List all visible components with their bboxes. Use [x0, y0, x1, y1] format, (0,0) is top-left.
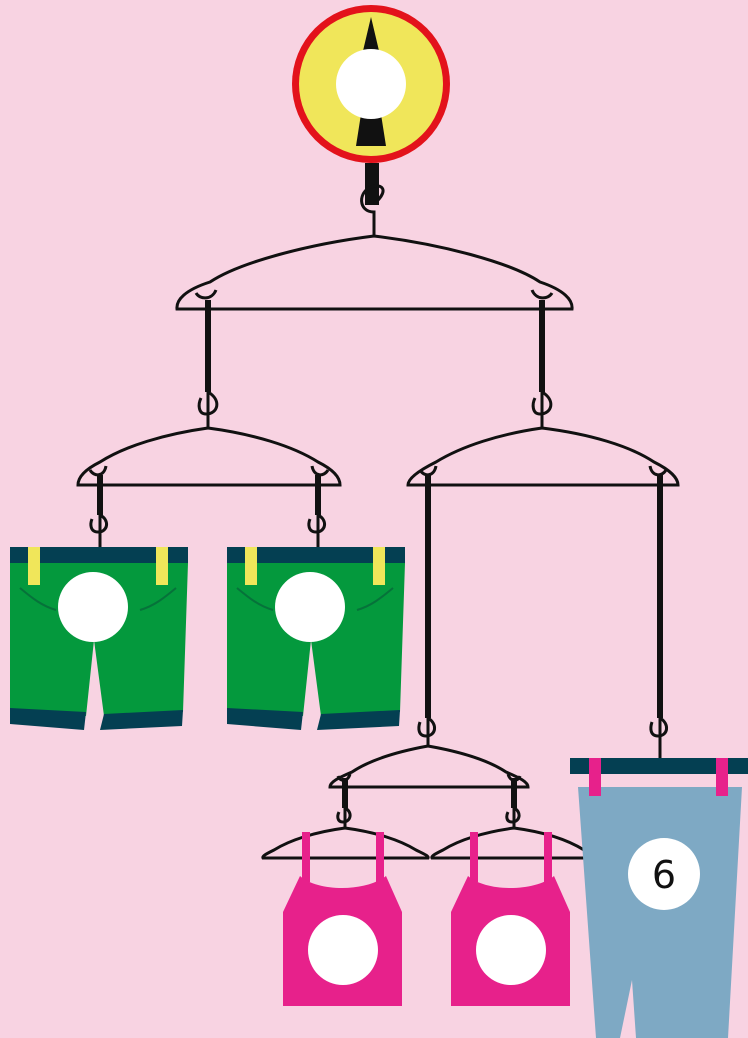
pants-hook [651, 718, 667, 758]
top-left-hanger [263, 828, 428, 858]
belt-loop [245, 547, 257, 585]
hanger-left [78, 392, 340, 485]
pants-clip [716, 758, 728, 796]
hanger-right [408, 392, 678, 485]
shorts-right-circle [275, 572, 345, 642]
pants-number-label: 6 [652, 853, 676, 897]
pants: 6 [570, 758, 748, 1038]
hanger-top [177, 186, 572, 309]
pants-body [578, 787, 742, 1038]
sign-answer-circle [336, 49, 406, 119]
hook-icon [533, 392, 551, 428]
hook-icon [91, 515, 107, 547]
sign [292, 5, 450, 205]
top-left-circle [308, 915, 378, 985]
hook-icon [309, 515, 325, 547]
shorts-left [10, 547, 188, 730]
drops-right [428, 475, 660, 718]
hook-icon [651, 718, 667, 758]
pants-clip [589, 758, 601, 796]
shorts-left-circle [58, 572, 128, 642]
top-right-hanger [432, 828, 595, 858]
hanger-right-body [408, 428, 678, 485]
sign-post [365, 163, 379, 205]
belt-loop [373, 547, 385, 585]
hook-icon [199, 392, 217, 428]
belt-loop [156, 547, 168, 585]
drops-bottom [345, 778, 514, 808]
top-right-circle [476, 915, 546, 985]
shorts-right [227, 547, 405, 730]
drops-level-1 [208, 300, 542, 392]
hanger-bottom-body [330, 746, 528, 787]
drops-left [100, 475, 318, 515]
hook-icon [419, 718, 435, 746]
hook-icon [507, 808, 519, 828]
hanger-top-body [177, 236, 572, 309]
hanger-left-body [78, 428, 340, 485]
hanger-top-notches [196, 290, 552, 298]
hanger-bottom [330, 718, 528, 787]
belt-loop [28, 547, 40, 585]
shorts-hooks [91, 515, 325, 547]
hook-icon [338, 808, 350, 828]
